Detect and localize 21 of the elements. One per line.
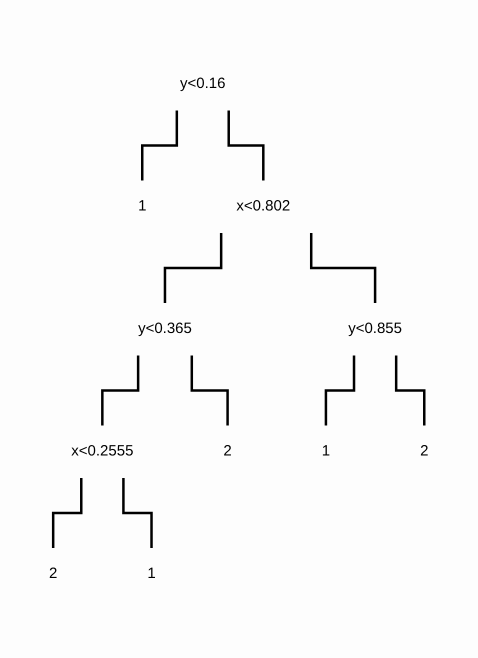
node-text: 1 — [148, 564, 156, 582]
node-text: 1 — [322, 442, 330, 460]
node-text: 2 — [420, 442, 429, 460]
node-text: x<0.802 — [236, 197, 290, 214]
connector — [310, 232, 377, 304]
connector — [324, 355, 356, 426]
connector — [52, 478, 83, 549]
node-text: 1 — [138, 197, 147, 214]
node-text: x<0.2555 — [72, 442, 134, 460]
connector — [101, 355, 140, 426]
node-text: 2 — [224, 442, 232, 460]
connector — [164, 232, 223, 304]
node-text: y<0.365 — [138, 320, 192, 337]
node-text: y<0.855 — [348, 320, 402, 337]
node-text: 2 — [49, 564, 58, 582]
connector — [122, 478, 154, 549]
connector — [228, 110, 265, 182]
connector — [141, 110, 178, 182]
connector — [395, 355, 426, 426]
connector — [190, 355, 230, 426]
node-text: y<0.16 — [180, 74, 226, 92]
